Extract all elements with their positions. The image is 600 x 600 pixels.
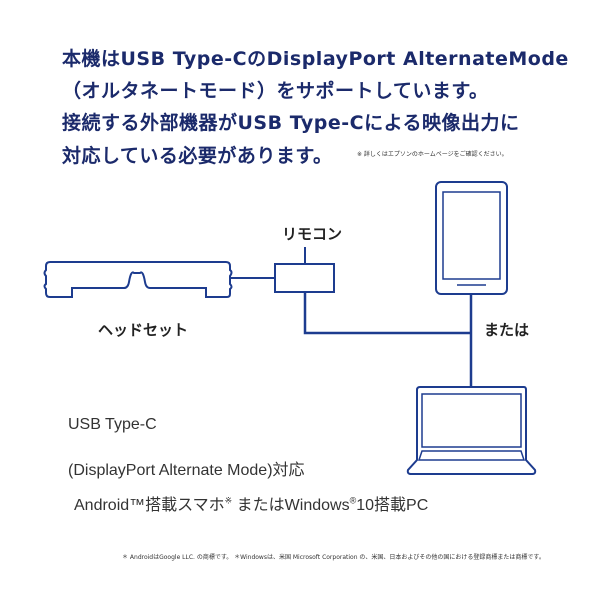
heading-note: ※ 詳しくはエプソンのホームページをご確認ください。 [357,151,508,158]
remote-icon [274,263,335,293]
spec-android: Android™搭載スマホ [74,497,225,514]
spec-line-3: Android™搭載スマホ※ またはWindows®10搭載PC [74,491,428,515]
spec-pc: 10搭載PC [356,497,429,514]
spec-windows: またはWindows [232,497,350,514]
heading-line-3: 接続する外部機器がUSB Type-Cによる映像出力に [62,112,520,134]
smartphone-icon [435,181,508,295]
heading-line-4: 対応している必要があります。 [62,145,333,167]
device-cable [303,292,471,335]
heading-line-1: 本機はUSB Type-CのDisplayPort AlternateMode [62,48,569,70]
footnote: ＊ AndroidはGoogle LLC. の商標です。 ＊Windowsは、米… [122,554,545,561]
headset-icon [43,261,233,298]
spec-registered: ® [349,495,357,506]
headset-label: ヘッドセット [98,321,189,339]
or-label: または [484,321,530,339]
spec-line-1: USB Type-C [68,416,157,433]
heading-line-2: （オルタネートモード）をサポートしています。 [62,80,489,102]
spec-line-2: (DisplayPort Alternate Mode)対応 [68,462,305,479]
laptop-icon [406,386,537,475]
spec-mark: ※ [224,495,233,506]
remote-label: リモコン [282,225,343,243]
